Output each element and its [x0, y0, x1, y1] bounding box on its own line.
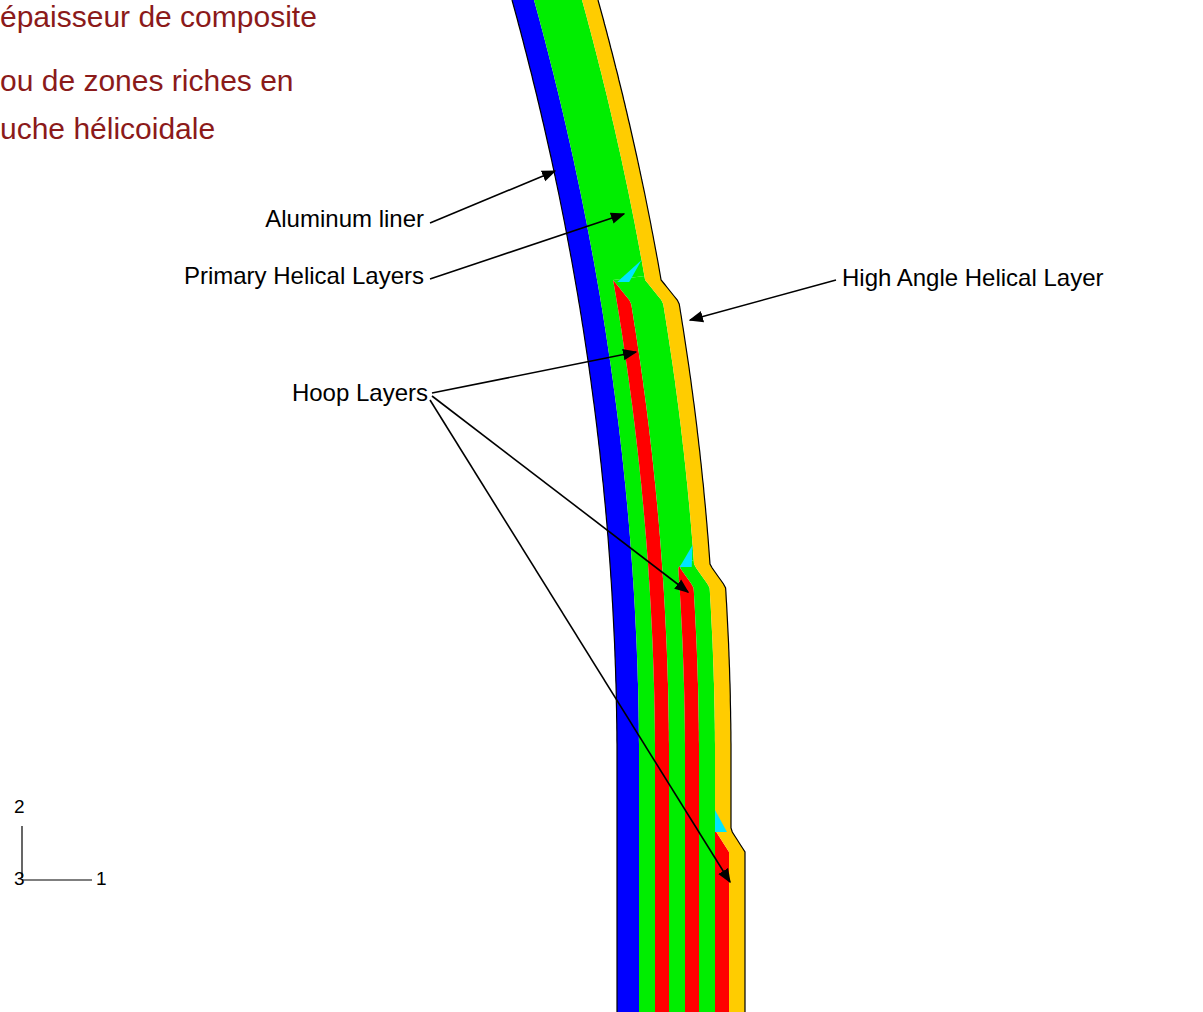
- axis-label: 2: [14, 796, 25, 818]
- leader-line: [430, 171, 555, 223]
- leader-line: [430, 400, 730, 882]
- note-text: épaisseur de composite: [0, 0, 317, 35]
- high-angle-band: [582, 0, 745, 1012]
- hoop-band: [582, 0, 699, 1012]
- part-label: Aluminum liner: [265, 205, 424, 233]
- resin-rich-zone: [617, 260, 641, 282]
- axis-line: [22, 879, 92, 880]
- resin-rich-zone: [680, 545, 693, 567]
- helical-band: [582, 0, 694, 1012]
- leader-line: [432, 396, 688, 592]
- outline: [598, 0, 745, 1012]
- hoop-band: [582, 0, 729, 1012]
- leader-line: [432, 352, 636, 393]
- axis-triad: [22, 826, 92, 880]
- part-label: Hoop Layers: [292, 379, 428, 407]
- axis-label: 1: [96, 868, 107, 890]
- leader-lines: [430, 171, 836, 882]
- layer-stack: [512, 0, 745, 1012]
- part-label: High Angle Helical Layer: [842, 264, 1103, 292]
- resin-rich-zone: [715, 810, 727, 832]
- note-text: uche hélicoidale: [0, 112, 215, 147]
- leader-line: [690, 280, 836, 320]
- axis-label: 3: [14, 868, 25, 890]
- part-label: Primary Helical Layers: [184, 262, 424, 290]
- leader-line: [430, 214, 624, 279]
- note-text: ou de zones riches en: [0, 64, 294, 99]
- outline: [512, 0, 617, 1012]
- helical-band: [534, 0, 655, 1012]
